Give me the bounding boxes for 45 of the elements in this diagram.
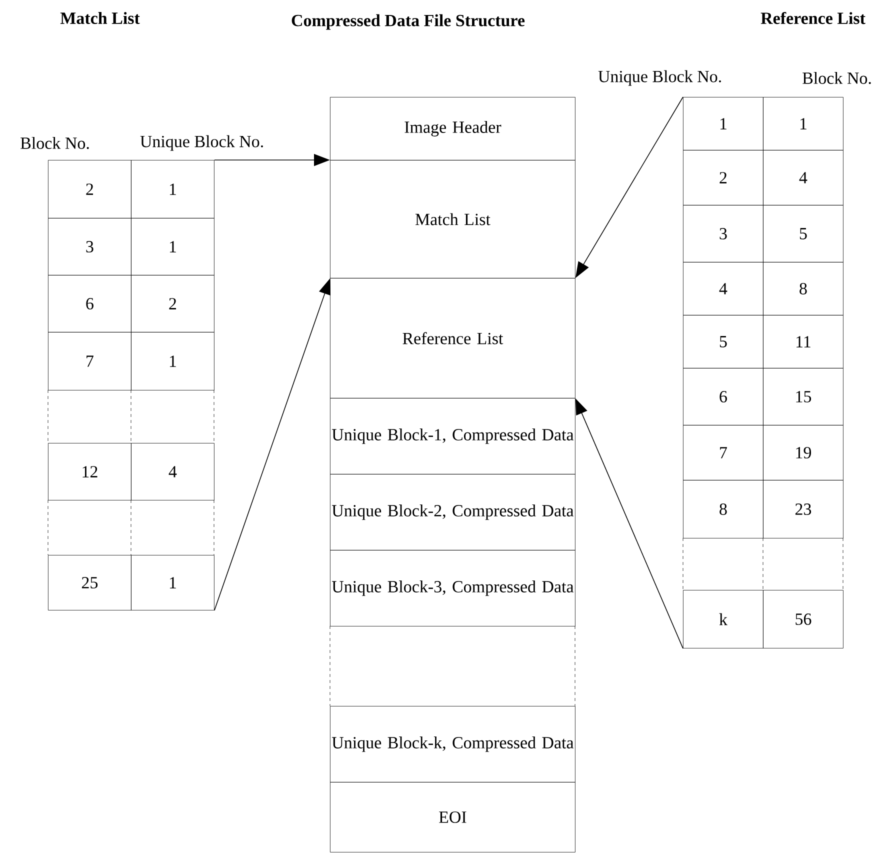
section-box: Match List bbox=[330, 160, 576, 278]
section-box: Image Header bbox=[330, 97, 576, 160]
table-cell: 4 bbox=[763, 150, 844, 206]
table-cell: 8 bbox=[683, 480, 764, 538]
table-cell: 3 bbox=[48, 218, 132, 276]
table-cell: 1 bbox=[131, 555, 214, 610]
title: Compressed Data File Structure bbox=[292, 14, 525, 30]
table-cell: 11 bbox=[763, 315, 844, 368]
table-cell: 56 bbox=[763, 590, 844, 648]
section-box: Unique Block-1, Compressed Data bbox=[330, 398, 576, 474]
table-cell: 3 bbox=[683, 205, 764, 262]
column-header: Unique Block No. bbox=[140, 135, 263, 151]
section-box: Reference List bbox=[330, 278, 576, 398]
table-cell: 7 bbox=[683, 425, 764, 480]
column-header: Unique Block No. bbox=[598, 70, 721, 86]
table-cell: 1 bbox=[131, 332, 214, 390]
table-cell: 2 bbox=[131, 275, 214, 332]
table-cell: 5 bbox=[683, 315, 764, 368]
section-box: Unique Block-3, Compressed Data bbox=[330, 550, 576, 626]
table-cell: 23 bbox=[763, 480, 844, 538]
table-cell: 1 bbox=[683, 97, 764, 150]
table-cell: 1 bbox=[131, 160, 214, 218]
table-cell: 25 bbox=[48, 555, 132, 610]
table-cell: 12 bbox=[48, 443, 132, 500]
table-cell: 8 bbox=[763, 262, 844, 316]
table-cell: 15 bbox=[763, 368, 844, 426]
table-heading: Reference List bbox=[760, 12, 866, 24]
table-heading: Match List bbox=[60, 12, 140, 24]
table-cell: 4 bbox=[683, 262, 764, 316]
section-box: EOI bbox=[330, 782, 576, 852]
table-cell: 1 bbox=[763, 97, 844, 150]
table-cell: 19 bbox=[763, 425, 844, 480]
column-header: Block No. bbox=[20, 137, 89, 150]
table-cell: 7 bbox=[48, 332, 132, 390]
table-cell: 1 bbox=[131, 218, 214, 276]
section-box: Unique Block-2, Compressed Data bbox=[330, 474, 576, 550]
table-cell: 6 bbox=[48, 275, 132, 332]
table-cell: 6 bbox=[683, 368, 764, 426]
table-cell: k bbox=[683, 590, 764, 648]
table-cell: 5 bbox=[763, 205, 844, 262]
table-cell: 2 bbox=[683, 150, 764, 206]
table-cell: 2 bbox=[48, 160, 132, 218]
section-box: Unique Block-k, Compressed Data bbox=[330, 706, 576, 782]
table-cell: 4 bbox=[131, 443, 214, 500]
column-header: Block No. bbox=[802, 72, 871, 84]
